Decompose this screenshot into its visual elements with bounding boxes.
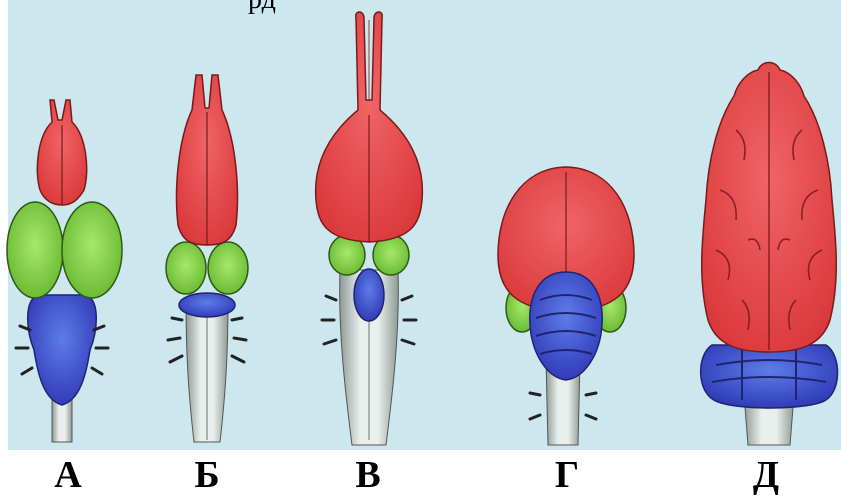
brain-d <box>498 167 634 445</box>
brain-b-optic-lobe-left <box>166 242 206 294</box>
brains-illustration <box>0 0 841 450</box>
label-a: А <box>38 452 98 498</box>
brain-b <box>166 75 248 442</box>
label-d: Г <box>537 452 597 498</box>
brain-c-hindbrain <box>354 269 384 321</box>
label-b: Б <box>177 452 237 498</box>
brain-a-optic-lobe-right <box>62 202 122 298</box>
brain-a-hindbrain <box>28 295 97 405</box>
label-c: В <box>338 452 398 498</box>
brain-c <box>316 12 423 445</box>
label-e: Д <box>736 452 796 498</box>
brain-b-optic-lobe-right <box>208 242 248 294</box>
brain-a-optic-lobe-left <box>7 202 63 298</box>
brain-a <box>7 100 122 442</box>
brain-b-hindbrain <box>179 293 235 317</box>
brain-d-cerebellum <box>530 272 602 380</box>
species-labels: А Б В Г Д <box>0 452 841 503</box>
brain-e <box>701 63 838 446</box>
